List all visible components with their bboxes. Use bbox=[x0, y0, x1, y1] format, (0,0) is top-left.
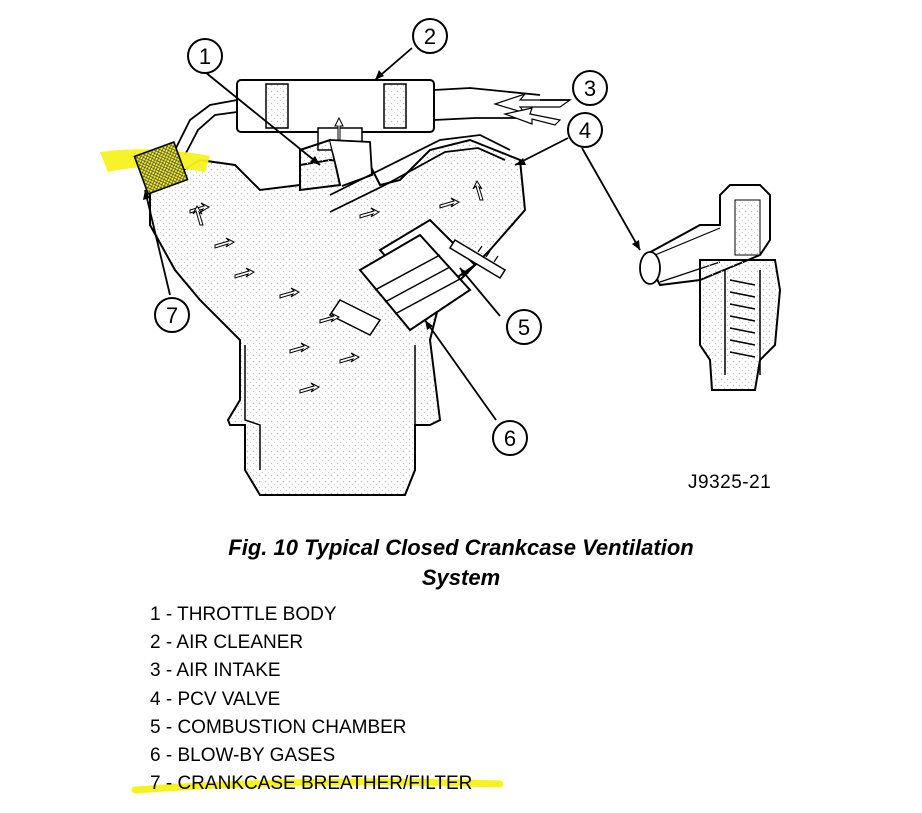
callout-5: 5 bbox=[506, 309, 542, 345]
leader-lines bbox=[144, 47, 641, 421]
callout-1: 1 bbox=[187, 38, 223, 74]
leader-arrowheads bbox=[143, 70, 640, 330]
spark-plug bbox=[448, 238, 507, 280]
air-cleaner bbox=[236, 79, 545, 151]
callout-5-label: 5 bbox=[518, 315, 530, 340]
callout-7: 7 bbox=[154, 297, 190, 333]
callout-2: 2 bbox=[412, 18, 448, 54]
intake-arrows bbox=[493, 92, 572, 126]
piston bbox=[328, 218, 477, 336]
legend-item-crankcase-breather-filter: 7 - CRANKCASE BREATHER/FILTER bbox=[150, 773, 473, 795]
pcv-valve-detail bbox=[639, 184, 782, 391]
callout-3: 3 bbox=[572, 70, 608, 106]
callout-4-label: 4 bbox=[579, 118, 591, 143]
callout-4: 4 bbox=[567, 112, 603, 148]
breather-hose bbox=[174, 99, 238, 156]
callout-1-label: 1 bbox=[199, 44, 211, 69]
caption-line-2: System bbox=[421, 565, 501, 590]
legend-list: 1 - THROTTLE BODY 2 - AIR CLEANER 3 - AI… bbox=[150, 601, 472, 798]
callout-2-label: 2 bbox=[424, 24, 436, 49]
legend-item-combustion-chamber: 5 - COMBUSTION CHAMBER bbox=[150, 716, 407, 738]
legend-item-air-intake: 3 - AIR INTAKE bbox=[150, 660, 281, 682]
caption-line-1: Fig. 10 Typical Closed Crankcase Ventila… bbox=[228, 535, 694, 560]
legend-highlight-underline bbox=[131, 778, 504, 794]
figure-caption: Fig. 10 Typical Closed Crankcase Ventila… bbox=[150, 533, 772, 593]
legend-item-throttle-body: 1 - THROTTLE BODY bbox=[150, 604, 337, 625]
callout-7-label: 7 bbox=[166, 303, 178, 328]
callout-3-label: 3 bbox=[584, 76, 596, 101]
figure-code: J9325-21 bbox=[688, 472, 772, 493]
legend-item-air-cleaner: 2 - AIR CLEANER bbox=[150, 632, 304, 654]
callout-6-label: 6 bbox=[504, 426, 516, 451]
flow-arrows bbox=[189, 116, 484, 394]
legend-item-pcv-valve: 4 - PCV VALVE bbox=[150, 688, 281, 710]
pcv-hose bbox=[329, 134, 511, 213]
legend-item-blow-by-gases: 6 - BLOW-BY GASES bbox=[150, 745, 336, 767]
callout-6: 6 bbox=[492, 420, 528, 456]
crankcase-breather-filter bbox=[100, 141, 210, 195]
